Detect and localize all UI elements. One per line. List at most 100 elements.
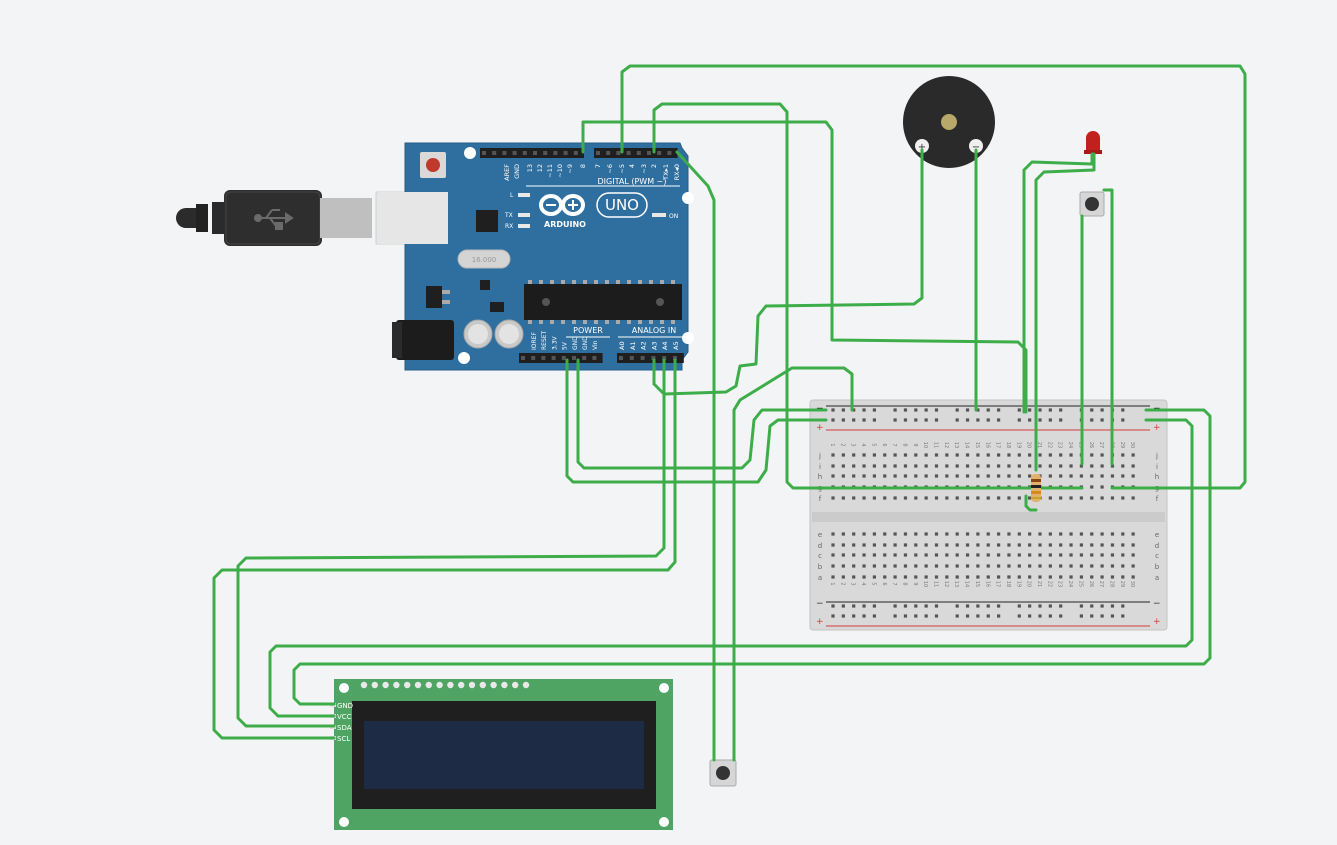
breadboard-hole[interactable]	[1069, 564, 1073, 568]
breadboard-hole[interactable]	[841, 553, 845, 557]
breadboard-hole[interactable]	[893, 453, 897, 457]
breadboard-hole[interactable]	[872, 453, 876, 457]
breadboard-hole[interactable]	[893, 543, 897, 547]
rail-hole[interactable]	[1048, 408, 1052, 412]
rail-hole[interactable]	[893, 408, 897, 412]
header-pin[interactable]	[533, 151, 537, 155]
breadboard-hole[interactable]	[924, 464, 928, 468]
breadboard-hole[interactable]	[831, 496, 835, 500]
breadboard-hole[interactable]	[1048, 464, 1052, 468]
rail-hole[interactable]	[955, 418, 959, 422]
rail-hole[interactable]	[841, 614, 845, 618]
rail-hole[interactable]	[1079, 604, 1083, 608]
header-pin[interactable]	[651, 356, 656, 360]
rail-hole[interactable]	[997, 418, 1001, 422]
breadboard-hole[interactable]	[883, 553, 887, 557]
breadboard-hole[interactable]	[1059, 464, 1063, 468]
rail-hole[interactable]	[903, 614, 908, 618]
rail-hole[interactable]	[997, 408, 1001, 412]
breadboard-hole[interactable]	[976, 564, 980, 568]
rail-hole[interactable]	[986, 418, 990, 422]
breadboard-hole[interactable]	[914, 474, 918, 478]
rail-hole[interactable]	[965, 408, 970, 412]
breadboard-hole[interactable]	[986, 564, 990, 568]
breadboard-hole[interactable]	[1110, 543, 1115, 547]
breadboard-hole[interactable]	[903, 453, 908, 457]
header-pin[interactable]	[531, 356, 536, 360]
header-pin[interactable]	[572, 356, 576, 360]
breadboard-hole[interactable]	[1079, 553, 1083, 557]
rail-hole[interactable]	[1017, 408, 1021, 412]
breadboard-hole[interactable]	[1017, 553, 1021, 557]
breadboard-hole[interactable]	[934, 474, 939, 478]
breadboard-hole[interactable]	[986, 543, 990, 547]
breadboard-hole[interactable]	[914, 496, 918, 500]
breadboard-hole[interactable]	[841, 474, 845, 478]
breadboard-hole[interactable]	[1100, 575, 1104, 579]
breadboard-hole[interactable]	[1079, 575, 1083, 579]
breadboard-hole[interactable]	[1100, 543, 1104, 547]
breadboard-hole[interactable]	[1100, 553, 1104, 557]
breadboard-hole[interactable]	[852, 496, 856, 500]
rail-hole[interactable]	[1028, 408, 1032, 412]
breadboard-hole[interactable]	[1090, 485, 1094, 489]
breadboard-hole[interactable]	[852, 543, 856, 547]
breadboard-hole[interactable]	[945, 543, 949, 547]
rail-hole[interactable]	[852, 614, 856, 618]
header-pin[interactable]	[582, 356, 587, 360]
breadboard-hole[interactable]	[924, 532, 928, 536]
breadboard-hole[interactable]	[852, 575, 856, 579]
breadboard-hole[interactable]	[1090, 474, 1094, 478]
breadboard-hole[interactable]	[1121, 474, 1125, 478]
breadboard-hole[interactable]	[1079, 464, 1083, 468]
breadboard-hole[interactable]	[934, 453, 939, 457]
rail-hole[interactable]	[997, 604, 1001, 608]
rail-hole[interactable]	[862, 418, 866, 422]
breadboard-hole[interactable]	[1121, 453, 1125, 457]
breadboard-hole[interactable]	[965, 564, 970, 568]
red-led[interactable]	[1084, 131, 1102, 154]
rail-hole[interactable]	[903, 418, 908, 422]
breadboard-hole[interactable]	[997, 453, 1001, 457]
rail-hole[interactable]	[872, 604, 876, 608]
breadboard-hole[interactable]	[883, 575, 887, 579]
breadboard-hole[interactable]	[862, 553, 866, 557]
rail-hole[interactable]	[831, 614, 835, 618]
breadboard-hole[interactable]	[1110, 553, 1115, 557]
breadboard-hole[interactable]	[831, 575, 835, 579]
breadboard-hole[interactable]	[976, 553, 980, 557]
breadboard-hole[interactable]	[841, 575, 845, 579]
rail-hole[interactable]	[1038, 418, 1042, 422]
breadboard-hole[interactable]	[903, 553, 908, 557]
rail-hole[interactable]	[862, 604, 866, 608]
breadboard-hole[interactable]	[1090, 453, 1094, 457]
resistor[interactable]	[1031, 474, 1041, 502]
breadboard-hole[interactable]	[976, 543, 980, 547]
breadboard-hole[interactable]	[976, 532, 980, 536]
breadboard-hole[interactable]	[872, 474, 876, 478]
breadboard-hole[interactable]	[914, 464, 918, 468]
breadboard-hole[interactable]	[986, 453, 990, 457]
breadboard-hole[interactable]	[997, 564, 1001, 568]
breadboard-hole[interactable]	[1121, 532, 1125, 536]
breadboard-hole[interactable]	[852, 474, 856, 478]
breadboard-hole[interactable]	[997, 532, 1001, 536]
rail-hole[interactable]	[924, 604, 928, 608]
breadboard-hole[interactable]	[924, 564, 928, 568]
rail-hole[interactable]	[831, 418, 835, 422]
breadboard-hole[interactable]	[893, 474, 897, 478]
rail-hole[interactable]	[965, 614, 970, 618]
rail-hole[interactable]	[852, 408, 856, 412]
breadboard-hole[interactable]	[1028, 453, 1032, 457]
breadboard-hole[interactable]	[1059, 532, 1063, 536]
breadboard-hole[interactable]	[852, 553, 856, 557]
rail-hole[interactable]	[1121, 418, 1125, 422]
rail-hole[interactable]	[986, 408, 990, 412]
breadboard-hole[interactable]	[1100, 496, 1104, 500]
breadboard-hole[interactable]	[997, 474, 1001, 478]
breadboard-hole[interactable]	[934, 553, 939, 557]
breadboard-hole[interactable]	[955, 532, 959, 536]
power-header[interactable]	[519, 353, 603, 363]
breadboard-hole[interactable]	[997, 496, 1001, 500]
header-pin[interactable]	[541, 356, 546, 360]
